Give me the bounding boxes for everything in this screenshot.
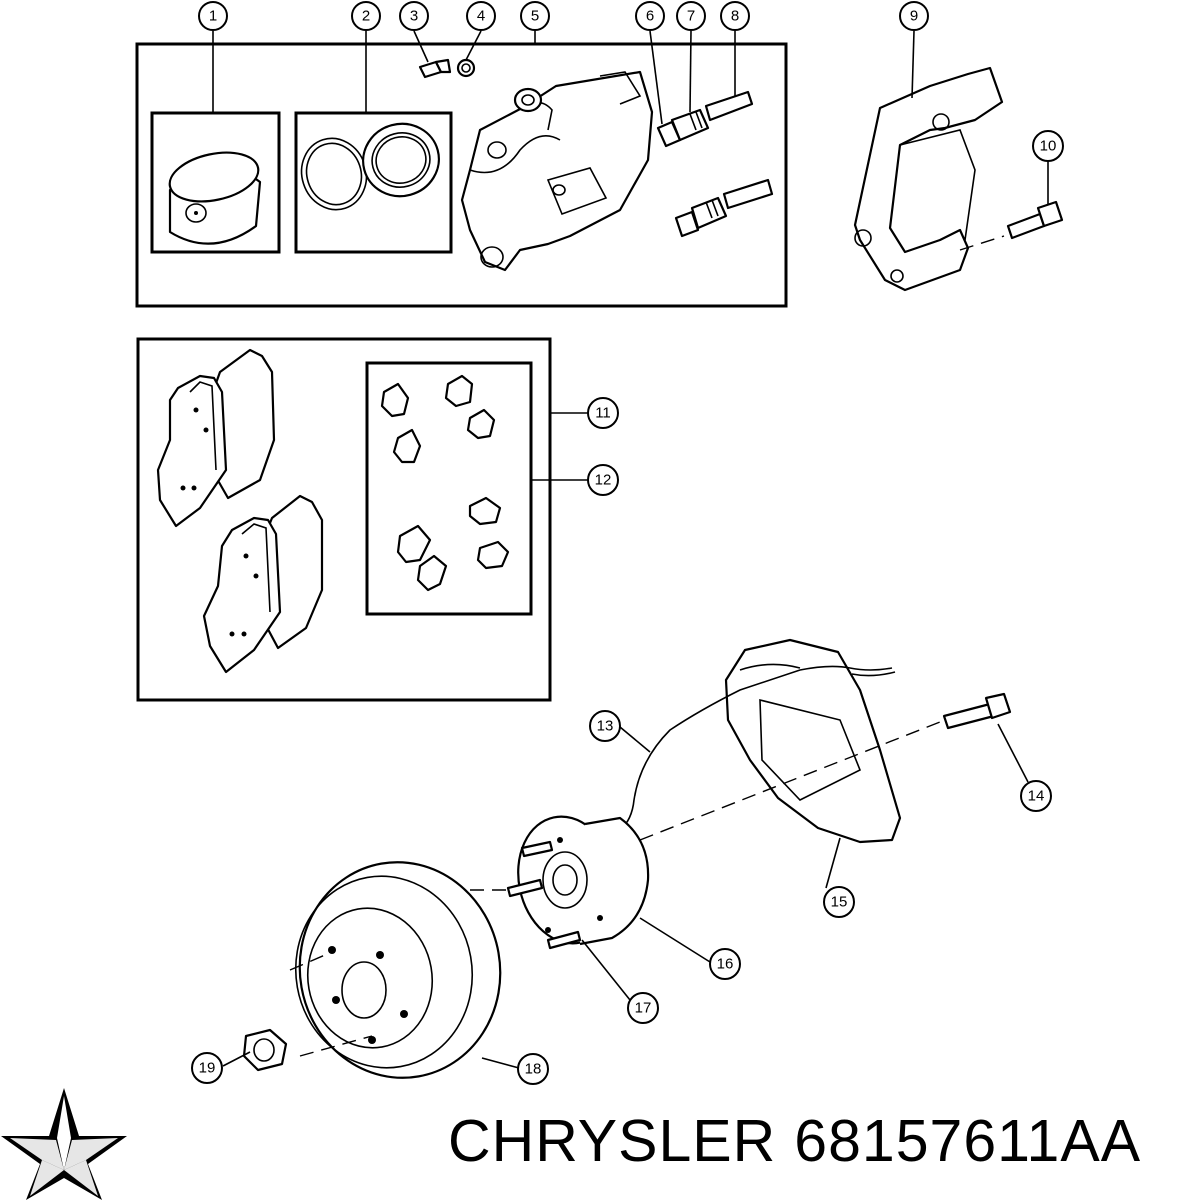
part-caption: CHRYSLER 68157611AA xyxy=(448,1106,1188,1176)
hub-bearing-assembly xyxy=(517,815,650,946)
callout-3: 3 xyxy=(399,1,429,31)
callout-19: 19 xyxy=(191,1052,223,1084)
guide-pin-lower xyxy=(674,178,774,238)
callout-label: 1 xyxy=(209,8,217,25)
callout-label: 16 xyxy=(717,956,734,973)
callout-label: 19 xyxy=(199,1060,216,1077)
callout-label: 10 xyxy=(1040,138,1057,155)
callout-10: 10 xyxy=(1032,130,1064,162)
caliper-adapter-bracket xyxy=(853,66,1004,292)
adapter-mounting-bolt xyxy=(959,200,1064,251)
brake-rotor xyxy=(289,861,502,1079)
callout-16: 16 xyxy=(709,948,741,980)
callout-7: 7 xyxy=(676,1,706,31)
piston-seal-kit xyxy=(300,122,440,211)
callout-2: 2 xyxy=(351,1,381,31)
brake-pad-kit-frame xyxy=(136,337,552,702)
callout-label: 4 xyxy=(477,8,485,25)
callout-label: 7 xyxy=(687,8,695,25)
wheel-studs xyxy=(470,840,582,950)
callout-label: 9 xyxy=(910,8,918,25)
callout-9: 9 xyxy=(899,1,929,31)
callout-15: 15 xyxy=(823,886,855,918)
part-number: 68157611AA xyxy=(794,1108,1142,1174)
callout-label: 2 xyxy=(362,8,370,25)
brake-pad-inboard xyxy=(202,494,324,674)
callout-label: 14 xyxy=(1028,788,1045,805)
callout-14: 14 xyxy=(1020,780,1052,812)
callout-1: 1 xyxy=(198,1,228,31)
callout-label: 11 xyxy=(595,405,611,422)
callout-label: 18 xyxy=(525,1061,542,1078)
splash-shield xyxy=(724,638,902,844)
callout-12: 12 xyxy=(587,464,619,496)
guide-pin-upper xyxy=(656,90,754,148)
callout-label: 5 xyxy=(531,8,539,25)
callout-label: 6 xyxy=(646,8,654,25)
callout-label: 3 xyxy=(410,8,418,25)
brand-name: CHRYSLER xyxy=(448,1108,777,1174)
leader-lines xyxy=(212,30,1049,1069)
callout-label: 12 xyxy=(595,472,612,489)
callout-6: 6 xyxy=(635,1,665,31)
callout-label: 8 xyxy=(731,8,739,25)
callout-4: 4 xyxy=(466,1,496,31)
callout-label: 13 xyxy=(597,718,614,735)
callout-label: 17 xyxy=(635,1000,652,1017)
hub-mounting-bolt xyxy=(639,692,1012,841)
chrysler-pentastar-logo-icon xyxy=(1,1088,127,1200)
callout-13: 13 xyxy=(589,710,621,742)
caliper-kit-frame xyxy=(135,42,788,308)
pad-abutment-clips xyxy=(380,374,510,592)
caliper-housing xyxy=(460,70,654,272)
bleeder-screw xyxy=(418,58,452,79)
callout-5: 5 xyxy=(520,1,550,31)
callout-label: 15 xyxy=(831,894,848,911)
brake-pad-outboard xyxy=(156,348,276,528)
hub-nut xyxy=(242,1028,288,1072)
callout-11: 11 xyxy=(587,397,619,429)
callout-17: 17 xyxy=(627,992,659,1024)
bleeder-cap xyxy=(456,58,476,78)
callout-8: 8 xyxy=(720,1,750,31)
caliper-piston xyxy=(168,151,262,245)
callout-18: 18 xyxy=(517,1053,549,1085)
